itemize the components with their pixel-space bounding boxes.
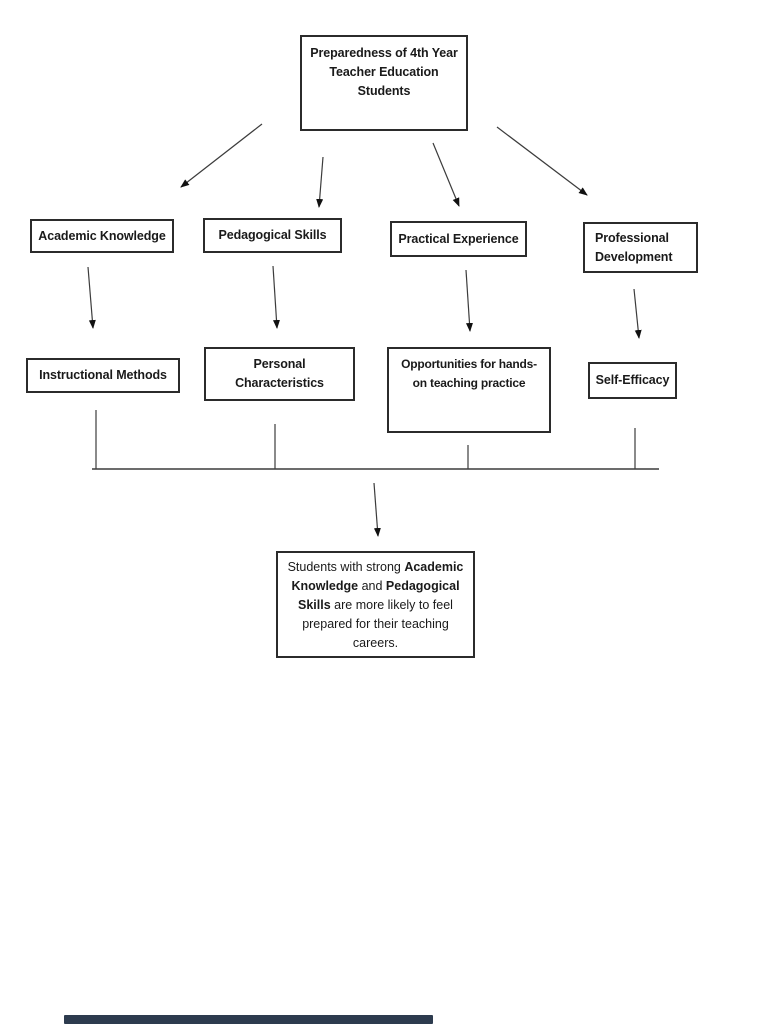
node-academic-knowledge-label: Academic Knowledge bbox=[38, 228, 166, 243]
node-academic-knowledge: Academic Knowledge bbox=[30, 219, 174, 253]
node-pedagogical-skills-label: Pedagogical Skills bbox=[218, 228, 327, 242]
arrow-pedagogical-to-personal-characteristics bbox=[272, 265, 280, 329]
arrow-practical-to-hands-on-practice bbox=[465, 269, 473, 332]
node-instructional-methods-label: Instructional Methods bbox=[39, 368, 167, 382]
node-preparedness-root: Preparedness of 4th Year Teacher Educati… bbox=[300, 35, 468, 131]
node-preparedness-root-label: Preparedness of 4th Year Teacher Educati… bbox=[310, 46, 458, 98]
arrow-collector-to-conclusion bbox=[373, 482, 381, 537]
arrow-professional-to-self-efficacy bbox=[633, 288, 642, 339]
node-conclusion: Students with strong Academic Knowledge … bbox=[276, 551, 475, 658]
node-pedagogical-skills: Pedagogical Skills bbox=[203, 218, 342, 253]
node-instructional-methods: Instructional Methods bbox=[26, 358, 180, 393]
arrow-root-to-professional-development bbox=[496, 126, 588, 196]
node-practical-experience-label: Practical Experience bbox=[398, 231, 519, 246]
node-practical-experience: Practical Experience bbox=[390, 221, 527, 257]
node-personal-characteristics-label: Personal Characteristics bbox=[235, 357, 324, 390]
node-personal-characteristics: Personal Characteristics bbox=[204, 347, 355, 401]
node-professional-development-label: Professional Development bbox=[595, 230, 673, 264]
node-professional-development: Professional Development bbox=[583, 222, 698, 273]
node-self-efficacy-label: Self-Efficacy bbox=[595, 373, 670, 387]
arrow-academic-to-instructional-methods bbox=[87, 266, 96, 329]
arrow-root-to-pedagogical-skills bbox=[316, 156, 324, 208]
horizontal-scrollbar-thumb[interactable] bbox=[64, 1015, 433, 1024]
arrow-root-to-practical-experience bbox=[432, 142, 460, 207]
node-hands-on-teaching-practice-label: Opportunities for hands- on teaching pra… bbox=[401, 357, 537, 390]
arrow-root-to-academic-knowledge bbox=[180, 123, 263, 188]
node-hands-on-teaching-practice: Opportunities for hands- on teaching pra… bbox=[387, 347, 551, 433]
node-self-efficacy: Self-Efficacy bbox=[588, 362, 677, 399]
